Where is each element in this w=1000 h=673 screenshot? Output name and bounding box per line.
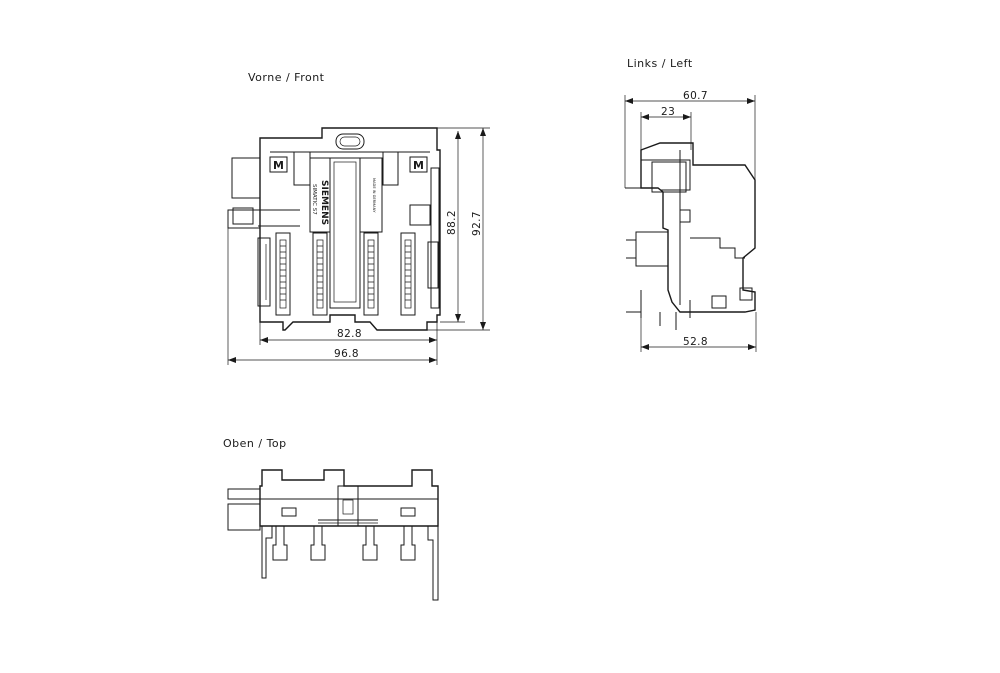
front-dim-outer-height: 92.7: [471, 211, 483, 236]
front-model-text: SIMATIC S7: [311, 184, 317, 215]
front-connector-1: [275, 232, 291, 316]
top-view: Oben / Top: [223, 437, 439, 601]
top-view-label: Oben / Top: [223, 437, 287, 450]
front-m-box-right: [409, 156, 428, 173]
front-connector-3: [363, 232, 379, 316]
front-m-marker-left: M: [273, 159, 284, 172]
front-view: Vorne / Front M M SIEMENS SIMAT: [227, 71, 490, 365]
front-dim-outer-width: 96.8: [334, 348, 359, 360]
front-dim-inner-width: 82.8: [337, 328, 362, 340]
front-right-clip: [427, 241, 439, 289]
front-connector-2: [312, 232, 328, 316]
front-m-box-left: [269, 156, 288, 173]
top-slot-left: [281, 507, 297, 517]
front-oval-hole-inner: [339, 136, 361, 147]
top-pins: [261, 526, 439, 601]
left-dim-top-width: 60.7: [683, 90, 708, 102]
top-left-tab: [227, 488, 261, 500]
left-clip: [690, 237, 745, 259]
front-origin-text: MADE IN GERMANY: [372, 178, 376, 213]
front-connector-4: [400, 232, 416, 316]
top-center-module: [337, 485, 359, 527]
front-center-module-inner: [333, 161, 357, 303]
top-center-detail: [342, 499, 354, 515]
front-view-label: Vorne / Front: [248, 71, 325, 84]
left-view: Links / Left 60.7 23 52.8: [624, 57, 757, 352]
left-body-outline: [640, 142, 756, 313]
top-slot-right: [400, 507, 416, 517]
front-oval-hole: [335, 133, 365, 150]
left-bottom-foot-2: [739, 287, 753, 301]
front-right-block: [409, 204, 431, 226]
front-left-slot: [257, 237, 271, 307]
top-body-outline: [259, 469, 439, 527]
left-dim-offset: 23: [661, 106, 675, 118]
left-bottom-pin: [626, 290, 691, 330]
front-left-extension: [227, 157, 261, 229]
left-bottom-foot: [711, 295, 727, 309]
front-left-latch: [232, 207, 254, 225]
front-right-rail: [430, 167, 440, 309]
top-left-tab-2: [227, 503, 261, 531]
front-guide-right: [382, 152, 399, 186]
left-square-detail: [679, 209, 691, 223]
front-brand-text: SIEMENS: [319, 180, 329, 225]
front-center-module: [329, 157, 361, 309]
front-m-marker-right: M: [413, 159, 424, 172]
front-guide-left: [293, 152, 311, 186]
front-housing-outline: [259, 127, 441, 331]
left-latch-block: [651, 161, 687, 193]
left-top-bracket: [625, 150, 691, 191]
left-view-label: Links / Left: [627, 57, 693, 70]
left-connector: [626, 231, 669, 267]
front-dim-inner-height: 88.2: [446, 210, 458, 235]
left-dim-bottom-width: 52.8: [683, 336, 708, 348]
